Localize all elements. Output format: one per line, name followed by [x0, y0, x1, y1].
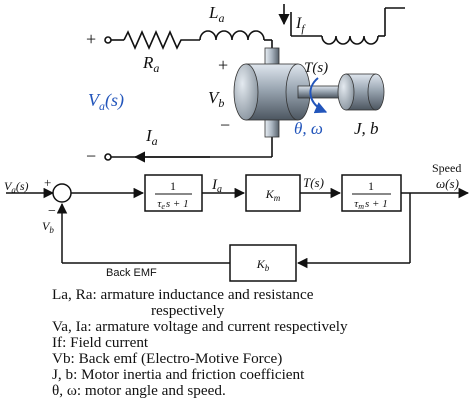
jb-label: J, b [354, 119, 379, 138]
armature-block [144, 174, 203, 212]
torque-label: T(s) [304, 60, 328, 76]
theta-omega-label: θ, ω [294, 119, 323, 138]
bd-input-label: Va(s) [4, 179, 29, 195]
kb-label: Kb [256, 257, 270, 273]
dc-motor [233, 47, 385, 138]
legend-line-la-ra: La, Ra: armature inductance and resistan… [52, 286, 314, 303]
vb-label: Vb [208, 88, 224, 110]
legend-line-respectively: respectively [151, 302, 225, 319]
speed-symbol: ω(s) [436, 176, 459, 191]
mechanical-block [341, 174, 402, 212]
sum-minus-sign: − [48, 204, 56, 219]
ra-label: Ra [142, 53, 159, 75]
km-block [245, 174, 301, 212]
armature-resistor-ra [123, 30, 200, 50]
bd-torque-label: T(s) [303, 175, 324, 190]
if-label: If [295, 15, 306, 35]
plus-left: + [86, 29, 96, 49]
legend-line-theta-omega: θ, ω: motor angle and speed. [52, 382, 226, 399]
rotation-arrow [309, 77, 328, 114]
plus-motor: + [218, 55, 228, 75]
legend-line-va-ia: Va, Ia: armature voltage and current res… [52, 318, 348, 335]
armature-inductor-la [199, 30, 265, 41]
sum-plus-sign: + [44, 175, 51, 190]
negative-terminal [104, 153, 112, 161]
legend-line-if: If: Field current [52, 334, 149, 351]
block1-numerator: 1 [170, 179, 176, 193]
la-label: La [208, 3, 224, 25]
minus-left: − [86, 146, 96, 166]
legend: La, Ra: armature inductance and resistan… [52, 287, 472, 399]
legend-line-jb: J, b: Motor inertia and friction coeffic… [52, 366, 305, 383]
block3-denominator: τms + 1 [354, 198, 387, 211]
field-circuit [290, 7, 405, 45]
ia-label: Ia [145, 126, 158, 148]
bd-ia-label: Ia [211, 177, 222, 195]
kb-block [229, 244, 297, 282]
va-label: Va(s) [88, 90, 124, 113]
block3-numerator: 1 [368, 179, 374, 193]
speed-title: Speed [432, 161, 461, 175]
summing-junction [52, 183, 72, 203]
bd-vb-label: Vb [42, 219, 54, 235]
block1-denominator: τes + 1 [157, 198, 188, 211]
back-emf-label: Back EMF [106, 267, 157, 279]
field-winding [321, 35, 379, 45]
minus-motor: − [220, 115, 230, 135]
km-label: Km [265, 187, 281, 203]
positive-terminal [104, 36, 112, 44]
legend-line-vb: Vb: Back emf (Electro-Motive Force) [52, 350, 283, 367]
